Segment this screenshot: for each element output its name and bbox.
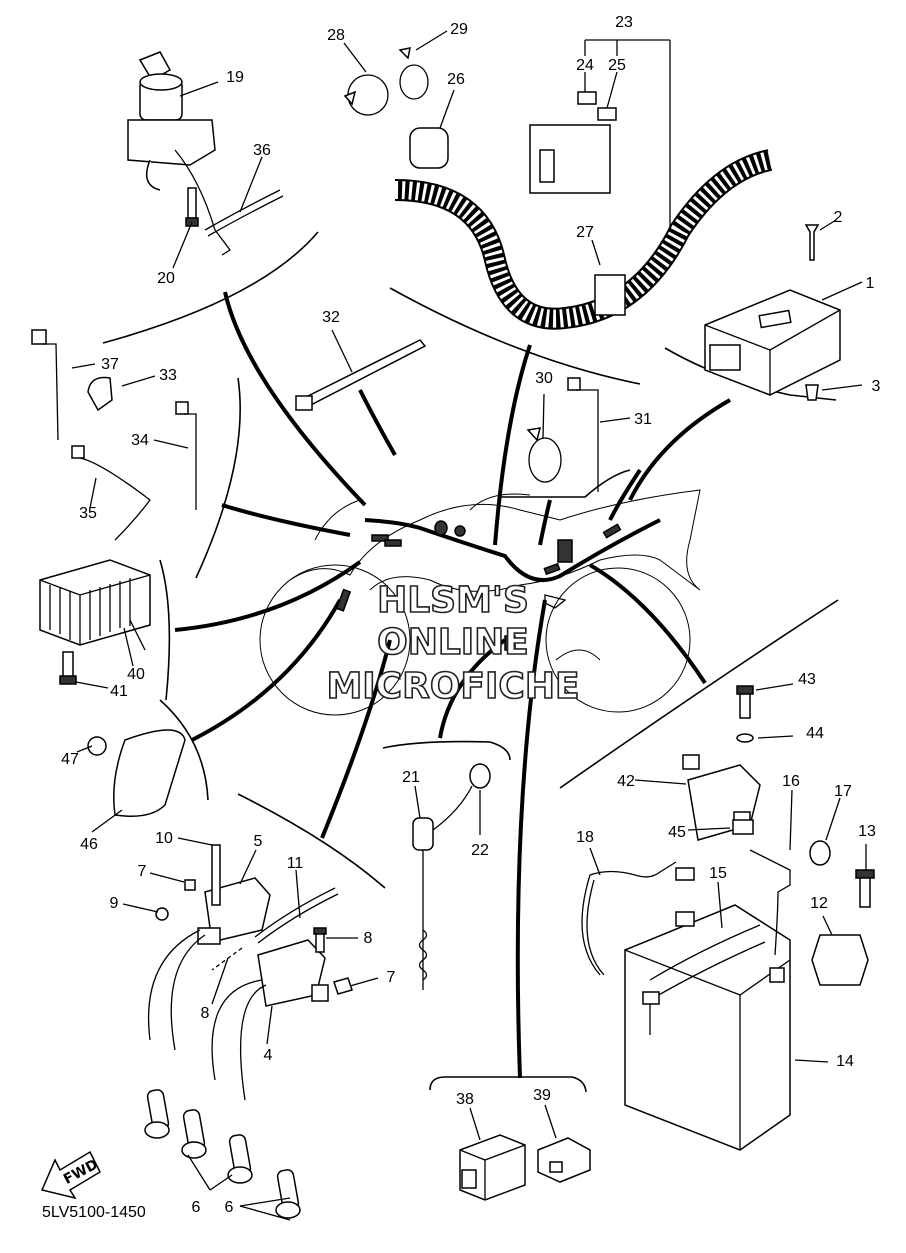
callout-7a: 7 (138, 863, 147, 880)
callout-6a: 6 (192, 1199, 201, 1216)
clamp-30-tie-31 (526, 377, 631, 492)
callout-32: 32 (322, 309, 340, 326)
callout-46: 46 (80, 836, 98, 853)
callout-7b: 7 (387, 969, 396, 986)
cable-tie-32 (295, 329, 427, 411)
callout-3: 3 (872, 378, 881, 395)
fuse-box-23 (394, 39, 773, 330)
callout-19: 19 (226, 69, 244, 86)
callout-13: 13 (858, 823, 876, 840)
callout-16: 16 (782, 773, 800, 790)
callout-42: 42 (617, 773, 635, 790)
callout-4: 4 (264, 1047, 273, 1064)
parts-42-45 (634, 683, 794, 841)
unit-1 (704, 219, 863, 401)
watermark: HLSM'S ONLINE MICROFICHE (326, 579, 581, 708)
callout-36: 36 (253, 142, 271, 159)
callout-8a: 8 (201, 1005, 210, 1022)
watermark-line-3: MICROFICHE (326, 666, 579, 707)
callout-21: 21 (402, 769, 420, 786)
clamps-28-29-26 (343, 30, 455, 169)
callout-45: 45 (668, 824, 686, 841)
callout-35: 35 (79, 505, 97, 522)
callout-numbers: 1 2 3 4 5 6 6 7 7 8 8 9 10 11 12 13 14 1… (61, 14, 880, 1216)
callout-28: 28 (327, 27, 345, 44)
callout-43: 43 (798, 671, 816, 688)
callout-8b: 8 (364, 930, 373, 947)
callout-41: 41 (110, 683, 128, 700)
callout-18: 18 (576, 829, 594, 846)
callout-24: 24 (576, 57, 594, 74)
relays-38-39 (459, 1104, 591, 1201)
switch-21-22 (412, 763, 491, 990)
parts-46-47 (76, 729, 186, 833)
ignition-coils (122, 837, 379, 1221)
watermark-line-1: HLSM'S (377, 580, 529, 621)
callout-17: 17 (834, 783, 852, 800)
callout-10: 10 (155, 830, 173, 847)
callout-15: 15 (709, 865, 727, 882)
callout-34: 34 (131, 432, 149, 449)
callout-47: 47 (61, 751, 79, 768)
callout-11: 11 (287, 855, 304, 872)
callout-26: 26 (447, 71, 465, 88)
callout-22: 22 (471, 842, 489, 859)
callout-33: 33 (159, 367, 177, 384)
fwd-arrow-icon: FWD (40, 1150, 101, 1200)
wire-harness (174, 291, 731, 1079)
callout-31: 31 (634, 411, 652, 428)
diagram-code: 5LV5100-1450 (42, 1204, 146, 1221)
left-ties-33-37 (31, 329, 197, 541)
callout-1: 1 (866, 275, 875, 292)
harness-connectors (335, 520, 622, 651)
callout-27: 27 (576, 224, 594, 241)
callout-40: 40 (127, 666, 145, 683)
callout-37: 37 (101, 356, 119, 373)
callout-20: 20 (157, 270, 175, 287)
callout-5: 5 (254, 833, 263, 850)
callout-29: 29 (450, 21, 468, 38)
callout-2: 2 (834, 209, 843, 226)
watermark-line-2: ONLINE (377, 622, 529, 663)
callout-25: 25 (608, 57, 626, 74)
callout-30: 30 (535, 370, 553, 387)
callout-14: 14 (836, 1053, 854, 1070)
plug-caps (144, 1089, 301, 1219)
rectifier-40 (39, 559, 151, 689)
callout-23: 23 (615, 14, 633, 31)
group-brackets (102, 231, 839, 1093)
callout-6b: 6 (225, 1199, 234, 1216)
callout-39: 39 (533, 1087, 551, 1104)
callout-9: 9 (110, 895, 119, 912)
part-leaders (172, 81, 263, 269)
callout-44: 44 (806, 725, 824, 742)
callout-12: 12 (810, 895, 828, 912)
battery-14 (581, 789, 875, 1151)
callout-38: 38 (456, 1091, 474, 1108)
main-switch-19 (127, 51, 284, 256)
